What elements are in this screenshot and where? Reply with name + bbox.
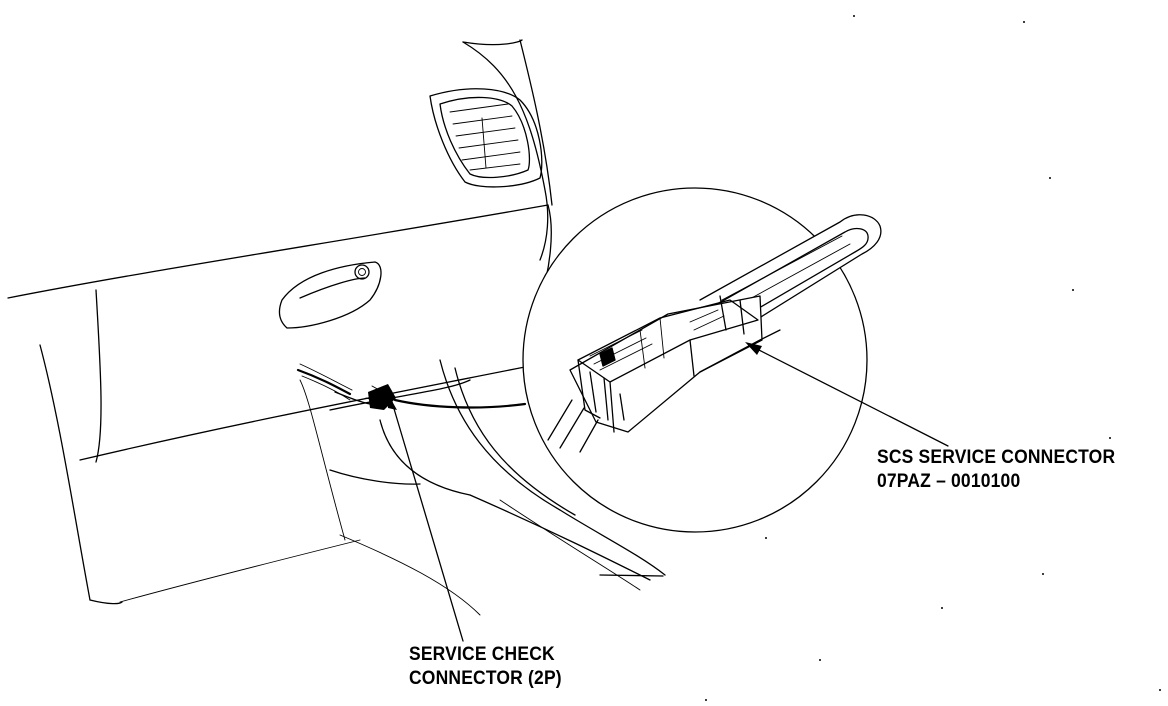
scs-connector-title: SCS SERVICE CONNECTOR [877,447,1116,468]
glovebox-handle [278,261,382,329]
scs-leader [745,342,949,447]
a-pillar [462,39,553,261]
scan-specks [705,15,1161,701]
kick-panel [329,359,666,616]
scs-connector-part-number: 07PAZ – 0010100 [877,471,1021,492]
scs-connector-jumper [547,214,882,453]
scs-connector-callout: SCS SERVICE CONNECTOR 07PAZ – 0010100 [877,446,1115,494]
service-check-leader [387,392,464,642]
air-vent [429,88,543,188]
service-check-subtitle: CONNECTOR (2P) [409,668,562,689]
dashboard-body [7,204,561,605]
service-check-callout: SERVICE CHECK CONNECTOR (2P) [409,643,562,691]
service-check-title: SERVICE CHECK [409,644,555,665]
wire-harness [296,363,527,409]
